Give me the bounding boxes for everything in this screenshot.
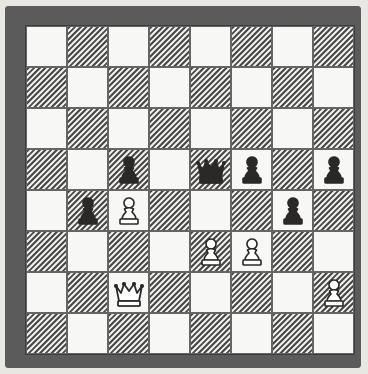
square-h2[interactable] (313, 272, 354, 313)
white-pawn-icon[interactable] (112, 194, 146, 228)
square-b4[interactable] (67, 190, 108, 231)
square-e4[interactable] (190, 190, 231, 231)
square-f1[interactable] (231, 313, 272, 354)
square-d5[interactable] (149, 149, 190, 190)
square-c1[interactable] (108, 313, 149, 354)
square-g1[interactable] (272, 313, 313, 354)
square-e2[interactable] (190, 272, 231, 313)
square-g4[interactable] (272, 190, 313, 231)
square-h8[interactable] (313, 26, 354, 67)
square-a4[interactable] (26, 190, 67, 231)
square-a5[interactable] (26, 149, 67, 190)
square-f5[interactable] (231, 149, 272, 190)
square-f2[interactable] (231, 272, 272, 313)
board-frame (5, 6, 361, 368)
square-b7[interactable] (67, 67, 108, 108)
square-b2[interactable] (67, 272, 108, 313)
square-h6[interactable] (313, 108, 354, 149)
black-king-icon[interactable] (194, 153, 228, 187)
square-a2[interactable] (26, 272, 67, 313)
square-a3[interactable] (26, 231, 67, 272)
square-c3[interactable] (108, 231, 149, 272)
square-g6[interactable] (272, 108, 313, 149)
square-a6[interactable] (26, 108, 67, 149)
black-pawn-icon[interactable] (317, 153, 351, 187)
square-b6[interactable] (67, 108, 108, 149)
square-f3[interactable] (231, 231, 272, 272)
chess-board[interactable] (25, 25, 355, 355)
white-pawn-icon[interactable] (317, 276, 351, 310)
square-h3[interactable] (313, 231, 354, 272)
square-g5[interactable] (272, 149, 313, 190)
black-pawn-icon[interactable] (112, 153, 146, 187)
black-pawn-icon[interactable] (276, 194, 310, 228)
square-b3[interactable] (67, 231, 108, 272)
square-e1[interactable] (190, 313, 231, 354)
square-b5[interactable] (67, 149, 108, 190)
square-d4[interactable] (149, 190, 190, 231)
square-c7[interactable] (108, 67, 149, 108)
white-pawn-icon[interactable] (235, 235, 269, 269)
square-c5[interactable] (108, 149, 149, 190)
square-d2[interactable] (149, 272, 190, 313)
square-e7[interactable] (190, 67, 231, 108)
square-h5[interactable] (313, 149, 354, 190)
square-g7[interactable] (272, 67, 313, 108)
square-g2[interactable] (272, 272, 313, 313)
white-king-icon[interactable] (112, 276, 146, 310)
square-d7[interactable] (149, 67, 190, 108)
square-a1[interactable] (26, 313, 67, 354)
square-b8[interactable] (67, 26, 108, 67)
square-h7[interactable] (313, 67, 354, 108)
square-g8[interactable] (272, 26, 313, 67)
square-a7[interactable] (26, 67, 67, 108)
square-d3[interactable] (149, 231, 190, 272)
square-f8[interactable] (231, 26, 272, 67)
white-pawn-icon[interactable] (194, 235, 228, 269)
square-h4[interactable] (313, 190, 354, 231)
square-d8[interactable] (149, 26, 190, 67)
square-c6[interactable] (108, 108, 149, 149)
black-pawn-icon[interactable] (235, 153, 269, 187)
square-g3[interactable] (272, 231, 313, 272)
square-f4[interactable] (231, 190, 272, 231)
square-c2[interactable] (108, 272, 149, 313)
square-c8[interactable] (108, 26, 149, 67)
square-a8[interactable] (26, 26, 67, 67)
square-e6[interactable] (190, 108, 231, 149)
square-d1[interactable] (149, 313, 190, 354)
square-e3[interactable] (190, 231, 231, 272)
square-e5[interactable] (190, 149, 231, 190)
square-b1[interactable] (67, 313, 108, 354)
square-f6[interactable] (231, 108, 272, 149)
square-e8[interactable] (190, 26, 231, 67)
square-h1[interactable] (313, 313, 354, 354)
square-d6[interactable] (149, 108, 190, 149)
black-pawn-icon[interactable] (71, 194, 105, 228)
square-f7[interactable] (231, 67, 272, 108)
square-c4[interactable] (108, 190, 149, 231)
